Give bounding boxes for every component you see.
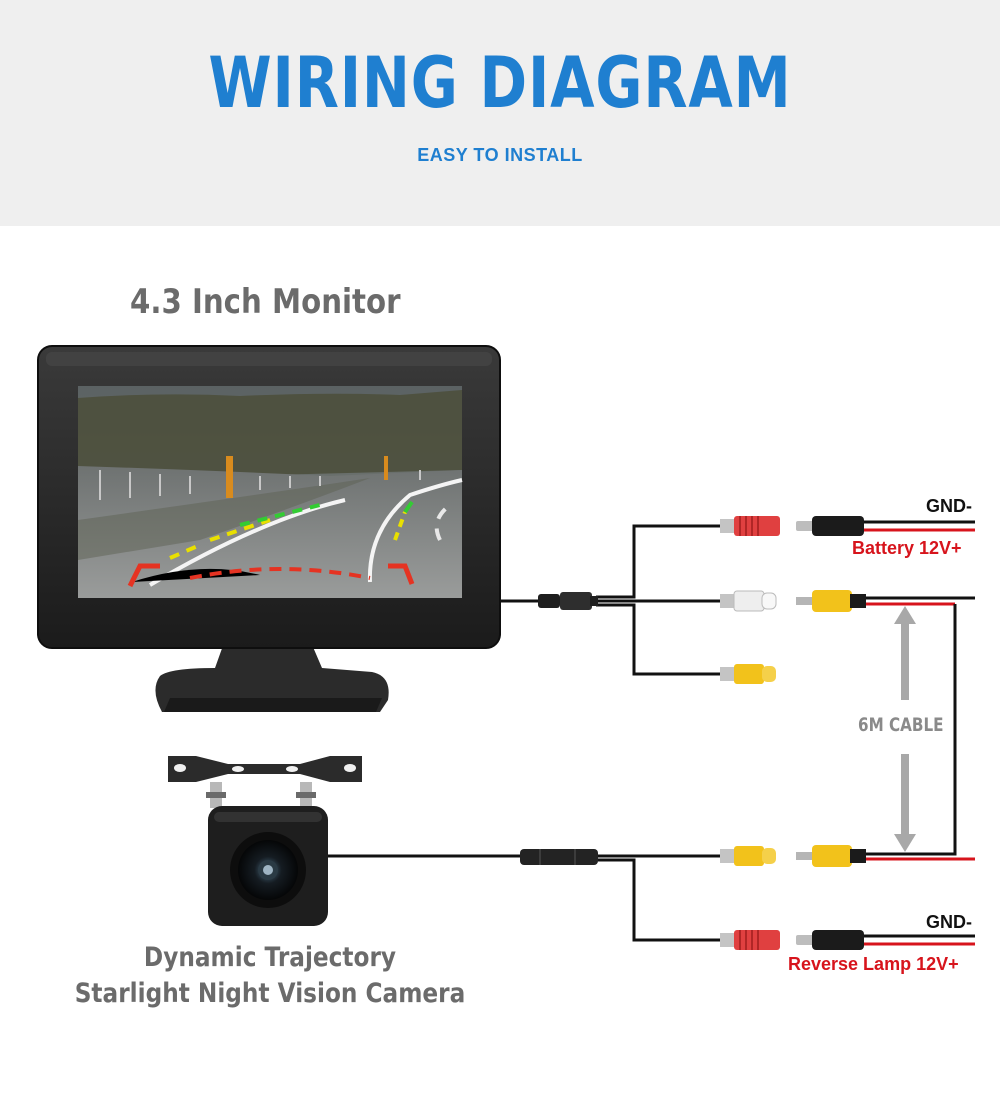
page-title: WIRING DIAGRAM — [208, 42, 792, 124]
camera-harness-connector — [520, 849, 598, 865]
reverse-lamp-label: Reverse Lamp 12V+ — [788, 954, 959, 974]
harness-connector — [538, 592, 598, 610]
rca-yellow-female-connector-camera — [720, 846, 776, 866]
camera-label: Dynamic Trajectory Starlight Night Visio… — [38, 940, 502, 1012]
rca-yellow-male-connector-camera — [796, 845, 866, 867]
header-banner — [0, 0, 1000, 226]
rca-yellow-female-connector — [720, 664, 776, 684]
monitor-screen — [78, 386, 463, 598]
monitor-icon — [37, 345, 501, 712]
rca-white-female-connector — [720, 590, 777, 612]
rca-red-female-connector-camera — [720, 930, 780, 950]
cable-length-label: 6M CABLE — [858, 714, 944, 736]
camera-label-line1: Dynamic Trajectory — [143, 942, 397, 973]
rca-yellow-male-connector — [796, 590, 866, 612]
cable-loop — [866, 604, 957, 856]
top-harness — [500, 524, 720, 676]
dc-power-plug-camera — [796, 930, 864, 950]
camera-harness — [328, 854, 720, 942]
bottom-gnd-label: GND- — [926, 912, 972, 932]
cable-length-arrow — [894, 606, 916, 852]
rca-red-female-connector — [720, 516, 780, 536]
top-gnd-label: GND- — [926, 496, 972, 516]
battery-label: Battery 12V+ — [852, 538, 962, 558]
camera-icon — [168, 756, 362, 926]
camera-label-line2: Starlight Night Vision Camera — [74, 978, 466, 1009]
dc-power-plug — [796, 516, 864, 536]
page-subtitle: EASY TO INSTALL — [417, 145, 583, 165]
monitor-label: 4.3 Inch Monitor — [130, 282, 401, 322]
